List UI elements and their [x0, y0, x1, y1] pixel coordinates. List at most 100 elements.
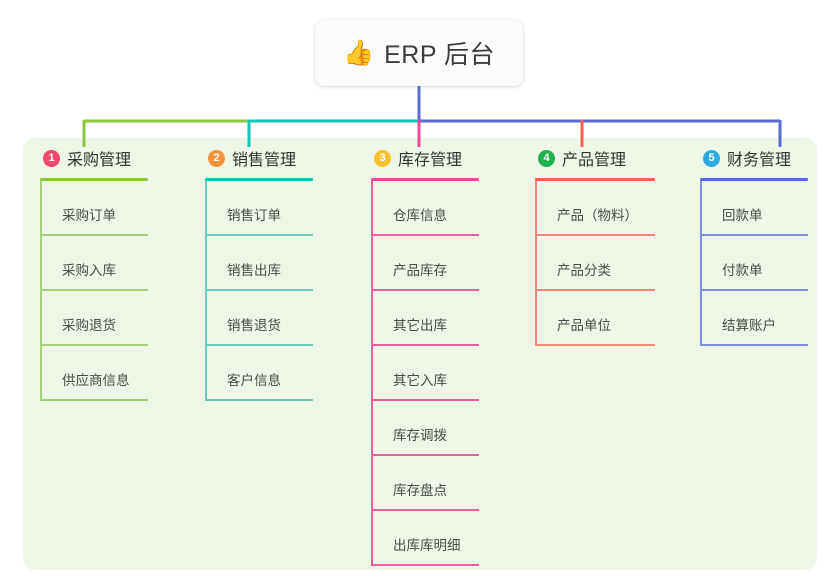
leaf-spine: [371, 291, 373, 346]
list-item[interactable]: 库存调拨: [371, 401, 479, 456]
branch-number-badge-4: 4: [538, 149, 555, 167]
branch-rule-3: [371, 178, 479, 181]
list-item[interactable]: 其它入库: [371, 346, 479, 401]
leaf-spine: [40, 291, 42, 346]
list-item[interactable]: 库存盘点: [371, 456, 479, 511]
branch-header-4[interactable]: 4 产品管理: [535, 146, 655, 170]
leaf-underline: [205, 399, 313, 401]
branch-rule-5: [700, 178, 808, 181]
leaf-spine: [535, 236, 537, 291]
root-node-label: ERP 后台: [384, 41, 496, 69]
leaf-label: 产品单位: [557, 317, 611, 333]
leaf-label: 销售退货: [227, 317, 281, 333]
branch-column-4: 4 产品管理 产品（物料） 产品分类 产品单位: [535, 146, 655, 346]
leaf-underline: [371, 454, 479, 456]
list-item[interactable]: 采购订单: [40, 181, 148, 236]
leaf-label: 出库库明细: [393, 537, 461, 553]
leaf-underline: [700, 344, 808, 346]
leaf-spine: [700, 181, 702, 236]
list-item[interactable]: 出库库明细: [371, 511, 479, 566]
list-item[interactable]: 供应商信息: [40, 346, 148, 401]
leaf-underline: [535, 344, 655, 346]
list-item[interactable]: 回款单: [700, 181, 808, 236]
list-item[interactable]: 采购退货: [40, 291, 148, 346]
leaf-underline: [371, 344, 479, 346]
branch-header-3[interactable]: 3 库存管理: [371, 146, 479, 170]
leaf-spine: [205, 236, 207, 291]
branch-items-1: 采购订单 采购入库 采购退货 供应商信息: [40, 181, 148, 401]
list-item[interactable]: 产品单位: [535, 291, 655, 346]
leaf-label: 库存盘点: [393, 482, 447, 498]
list-item[interactable]: 产品（物料）: [535, 181, 655, 236]
leaf-spine: [205, 181, 207, 236]
leaf-label: 其它入库: [393, 372, 447, 388]
list-item[interactable]: 其它出库: [371, 291, 479, 346]
leaf-label: 销售出库: [227, 262, 281, 278]
leaf-underline: [371, 509, 479, 511]
leaf-label: 其它出库: [393, 317, 447, 333]
branch-column-3: 3 库存管理 仓库信息 产品库存 其它出库 其它入库: [371, 146, 479, 566]
leaf-underline: [371, 399, 479, 401]
leaf-underline: [205, 234, 313, 236]
list-item[interactable]: 仓库信息: [371, 181, 479, 236]
leaf-spine: [371, 181, 373, 236]
leaf-spine: [371, 236, 373, 291]
branch-header-1[interactable]: 1 采购管理: [40, 146, 148, 170]
list-item[interactable]: 销售出库: [205, 236, 313, 291]
leaf-spine: [535, 291, 537, 346]
leaf-spine: [535, 181, 537, 236]
branch-title-5: 财务管理: [727, 152, 792, 169]
leaf-underline: [40, 399, 148, 401]
leaf-spine: [205, 291, 207, 346]
leaf-underline: [371, 289, 479, 291]
branch-items-5: 回款单 付款单 结算账户: [700, 181, 808, 346]
leaf-label: 回款单: [722, 207, 763, 223]
leaf-underline: [40, 289, 148, 291]
leaf-spine: [371, 346, 373, 401]
leaf-spine: [371, 456, 373, 511]
leaf-label: 供应商信息: [62, 372, 130, 388]
leaf-underline: [205, 289, 313, 291]
branch-title-1: 采购管理: [67, 152, 132, 169]
list-item[interactable]: 结算账户: [700, 291, 808, 346]
leaf-label: 采购退货: [62, 317, 116, 333]
leaf-underline: [535, 234, 655, 236]
leaf-underline: [40, 234, 148, 236]
leaf-label: 仓库信息: [393, 207, 447, 223]
leaf-label: 采购订单: [62, 207, 116, 223]
branch-header-2[interactable]: 2 销售管理: [205, 146, 313, 170]
branch-items-4: 产品（物料） 产品分类 产品单位: [535, 181, 655, 346]
branch-column-1: 1 采购管理 采购订单 采购入库 采购退货 供应商信: [40, 146, 148, 401]
leaf-spine: [371, 401, 373, 456]
leaf-spine: [205, 346, 207, 401]
leaf-label: 销售订单: [227, 207, 281, 223]
branch-number-badge-5: 5: [703, 149, 720, 167]
leaf-underline: [205, 344, 313, 346]
branches-panel: [23, 138, 817, 570]
list-item[interactable]: 采购入库: [40, 236, 148, 291]
branch-header-5[interactable]: 5 财务管理: [700, 146, 808, 170]
list-item[interactable]: 产品库存: [371, 236, 479, 291]
leaf-spine: [700, 236, 702, 291]
leaf-spine: [700, 291, 702, 346]
branch-items-2: 销售订单 销售出库 销售退货 客户信息: [205, 181, 313, 401]
thumbs-up-icon: 👍: [342, 38, 375, 67]
list-item[interactable]: 销售退货: [205, 291, 313, 346]
list-item[interactable]: 付款单: [700, 236, 808, 291]
leaf-underline: [371, 564, 479, 566]
leaf-label: 产品分类: [557, 262, 611, 278]
leaf-label: 采购入库: [62, 262, 116, 278]
branch-rule-1: [40, 178, 148, 181]
list-item[interactable]: 产品分类: [535, 236, 655, 291]
leaf-underline: [700, 234, 808, 236]
list-item[interactable]: 销售订单: [205, 181, 313, 236]
leaf-label: 付款单: [722, 262, 763, 278]
branch-items-3: 仓库信息 产品库存 其它出库 其它入库 库存调拨: [371, 181, 479, 566]
leaf-underline: [40, 344, 148, 346]
leaf-label: 客户信息: [227, 372, 281, 388]
list-item[interactable]: 客户信息: [205, 346, 313, 401]
root-node[interactable]: 👍 ERP 后台: [315, 20, 523, 86]
branch-column-5: 5 财务管理 回款单 付款单 结算账户: [700, 146, 808, 346]
leaf-label: 结算账户: [722, 317, 776, 333]
